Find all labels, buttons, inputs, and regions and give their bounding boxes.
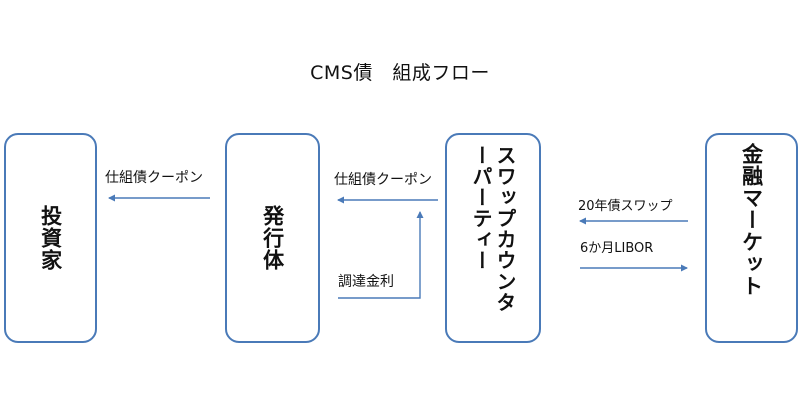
swap-counterparty-label: スワップカウンターパーティー — [469, 145, 517, 313]
funding-rate-label: 調達金利 — [338, 274, 394, 290]
investor-label: 投資家 — [38, 205, 63, 271]
financial-market-label: 金融マーケット — [739, 143, 764, 297]
swap-counterparty-box: スワップカウンターパーティー — [445, 133, 541, 343]
funding-rate-arrow — [338, 211, 424, 299]
coupon-to-investor-label: 仕組債クーポン — [105, 170, 203, 186]
issuer-box: 発行体 — [225, 133, 320, 343]
coupon-to-issuer-label: 仕組債クーポン — [334, 172, 432, 188]
diagram-title: CMS債 組成フロー — [310, 62, 490, 84]
financial-market-box: 金融マーケット — [705, 133, 798, 343]
libor-6m-label: 6か月LIBOR — [580, 241, 654, 256]
swap-20y-label: 20年債スワップ — [578, 199, 673, 214]
issuer-label: 発行体 — [260, 205, 285, 271]
investor-box: 投資家 — [4, 133, 97, 343]
